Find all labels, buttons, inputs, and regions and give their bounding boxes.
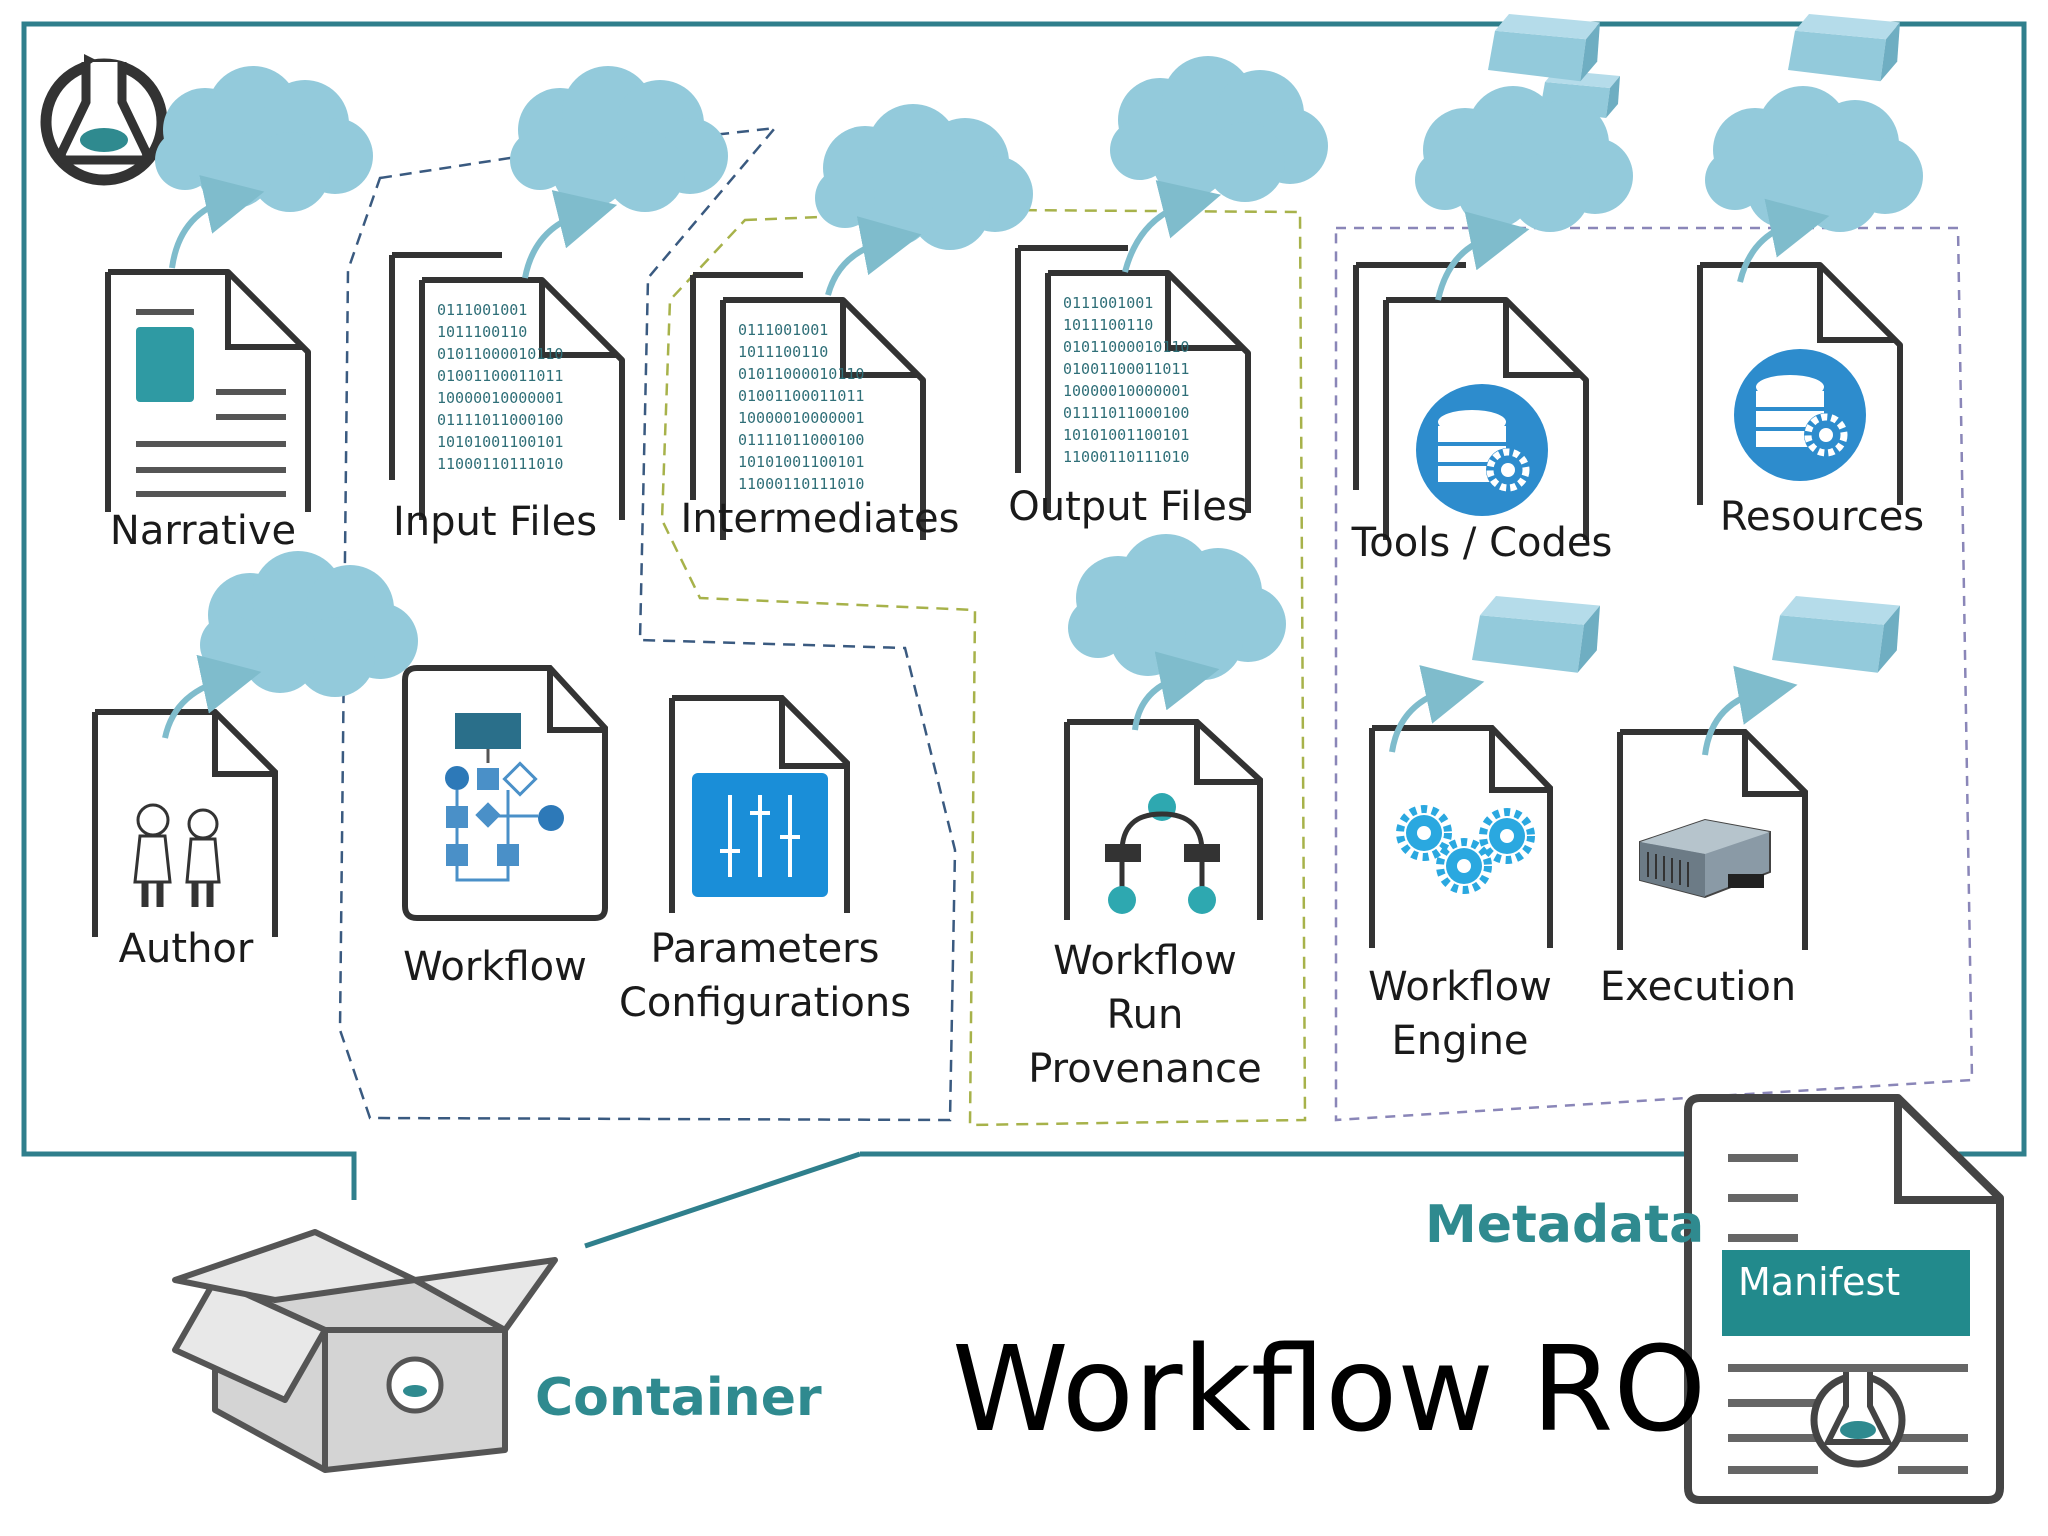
container-frame [21, 21, 2027, 1200]
binary-text-icon: 0111001001 1011100110 01011000010110 010011… [738, 321, 864, 493]
execution-document-icon [1617, 729, 1808, 950]
binary-line: 11000110111010 [437, 455, 563, 473]
execution-arrow [1702, 665, 1798, 756]
binary-line: 10000010000001 [1063, 382, 1189, 400]
binary-text-icon: 0111001001 1011100110 01011000010110 010011… [437, 301, 563, 473]
group-outline-outputs [660, 208, 1307, 1127]
binary-line: 1011100110 [1063, 316, 1153, 334]
group-outline-inputs [338, 126, 957, 1122]
tools-codes-document-icon [1356, 265, 1586, 540]
provenance-graph-icon [1105, 793, 1220, 914]
flowchart-icon [445, 713, 564, 882]
parameters-document-icon [669, 695, 850, 913]
run-provenance-document-icon [1064, 719, 1263, 920]
binary-line: 11000110111010 [738, 475, 864, 493]
binary-line: 01111011000100 [437, 411, 563, 429]
intermediates-cloud-icon [815, 104, 1033, 250]
binary-line: 01011000010110 [437, 345, 563, 363]
author-arrow [162, 654, 262, 739]
output-files-arrow [1122, 180, 1222, 273]
manifest-document-icon [1684, 1094, 2004, 1504]
tools-box-icon [1488, 14, 1600, 82]
output-files-cloud-icon [1110, 56, 1328, 202]
execution-box-icon [1772, 596, 1900, 673]
binary-line: 01111011000100 [1063, 404, 1189, 422]
workflow-document-icon [402, 665, 608, 921]
run-provenance-cloud-icon [1068, 534, 1286, 680]
resources-arrow [1737, 198, 1830, 283]
binary-line: 01001100011011 [437, 367, 563, 385]
binary-line: 0111001001 [1063, 294, 1153, 312]
engine-box-icon [1472, 596, 1600, 673]
binary-line: 01011000010110 [1063, 338, 1189, 356]
manifest-band [1722, 1250, 1970, 1336]
input-files-arrow [522, 190, 618, 279]
binary-line: 1011100110 [738, 343, 828, 361]
gears-icon [1396, 805, 1535, 894]
binary-line: 10101001100101 [1063, 426, 1189, 444]
input-files-document-icon: 0111001001 1011100110 01011000010110 010011… [392, 255, 622, 520]
binary-line: 10000010000001 [437, 389, 563, 407]
manifest-logo-icon [1810, 1372, 1906, 1468]
output-files-document-icon: 0111001001 1011100110 01011000010110 010011… [1018, 248, 1248, 513]
binary-line: 0111001001 [738, 321, 828, 339]
intermediates-arrow [825, 216, 922, 296]
binary-line: 01001100011011 [738, 387, 864, 405]
binary-line: 10000010000001 [738, 409, 864, 427]
binary-line: 1011100110 [437, 323, 527, 341]
resources-document-icon [1700, 265, 1900, 505]
binary-line: 01001100011011 [1063, 360, 1189, 378]
ro-logo-icon [40, 54, 168, 186]
container-box-icon [172, 1229, 558, 1473]
input-files-cloud-icon [510, 66, 728, 212]
binary-line: 11000110111010 [1063, 448, 1189, 466]
binary-line: 10101001100101 [738, 453, 864, 471]
group-outline-environment [1334, 226, 1974, 1122]
narrative-cloud-icon [155, 66, 373, 212]
tools-codes-arrow [1435, 211, 1530, 301]
people-icon [133, 803, 221, 907]
binary-line: 01111011000100 [738, 431, 864, 449]
author-document-icon [92, 709, 278, 937]
binary-line: 10101001100101 [437, 433, 563, 451]
resources-cloud-icon [1705, 86, 1923, 232]
narrative-document-icon [108, 272, 308, 512]
run-provenance-arrow [1132, 651, 1220, 731]
author-cloud-icon [200, 551, 418, 697]
sliders-icon [692, 773, 828, 897]
resources-box-icon [1788, 14, 1900, 82]
container-logo-icon [386, 1356, 444, 1414]
narrative-arrow [169, 175, 265, 269]
binary-line: 01011000010110 [738, 365, 864, 383]
server-icon [1639, 818, 1771, 899]
intermediates-document-icon: 0111001001 1011100110 01011000010110 010011… [693, 275, 923, 540]
workflow-engine-arrow [1389, 665, 1485, 753]
container-pointer-line [584, 1151, 1700, 1249]
workflow-engine-document-icon [1369, 725, 1553, 948]
binary-line: 0111001001 [437, 301, 527, 319]
binary-text-icon: 0111001001 1011100110 01011000010110 010011… [1063, 294, 1189, 466]
